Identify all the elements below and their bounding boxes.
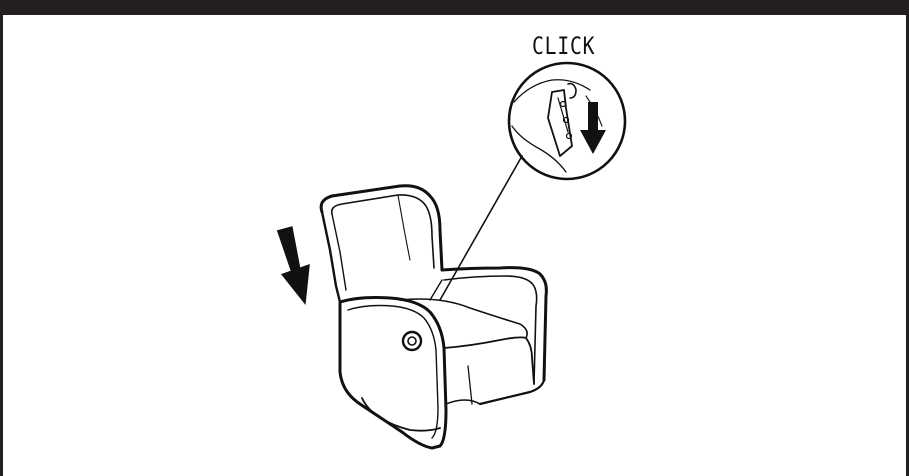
latch-bracket-icon (548, 90, 572, 156)
down-arrow-icon (580, 102, 606, 154)
detail-callout (509, 63, 625, 179)
down-arrow-icon (275, 224, 316, 307)
recline-handle (403, 332, 421, 350)
recliner-chair-icon (321, 186, 546, 448)
